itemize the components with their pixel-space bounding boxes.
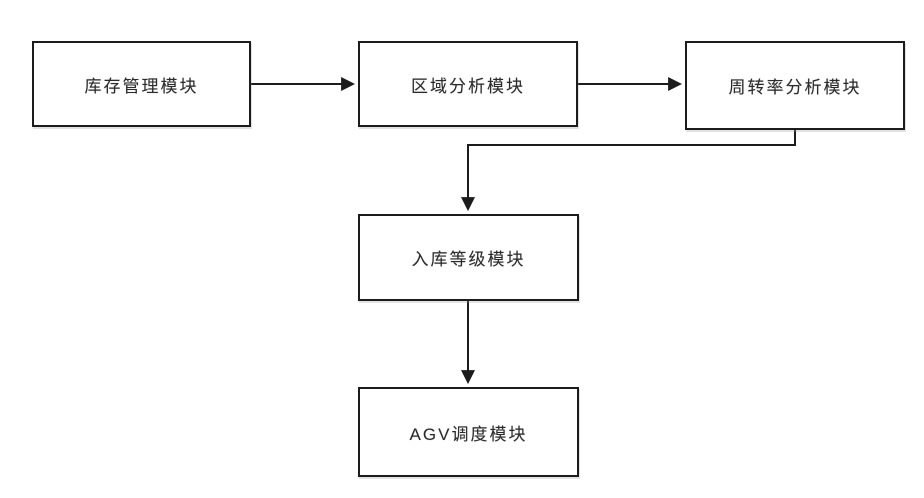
edge-turnover-to-storage [461,130,796,212]
node-inventory-management: 库存管理模块 [32,41,251,127]
node-turnover-rate-analysis: 周转率分析模块 [685,41,905,130]
node-agv-dispatch: AGV调度模块 [358,387,579,477]
node-agv-dispatch-label: AGV调度模块 [409,424,528,444]
node-area-analysis: 区域分析模块 [358,41,578,127]
node-inventory-management-label: 库存管理模块 [84,76,199,96]
node-storage-grade-label: 入库等级模块 [411,250,526,269]
node-area-analysis-label: 区域分析模块 [411,76,525,96]
node-turnover-rate-analysis-label: 周转率分析模块 [728,78,862,97]
node-storage-grade: 入库等级模块 [358,214,579,301]
